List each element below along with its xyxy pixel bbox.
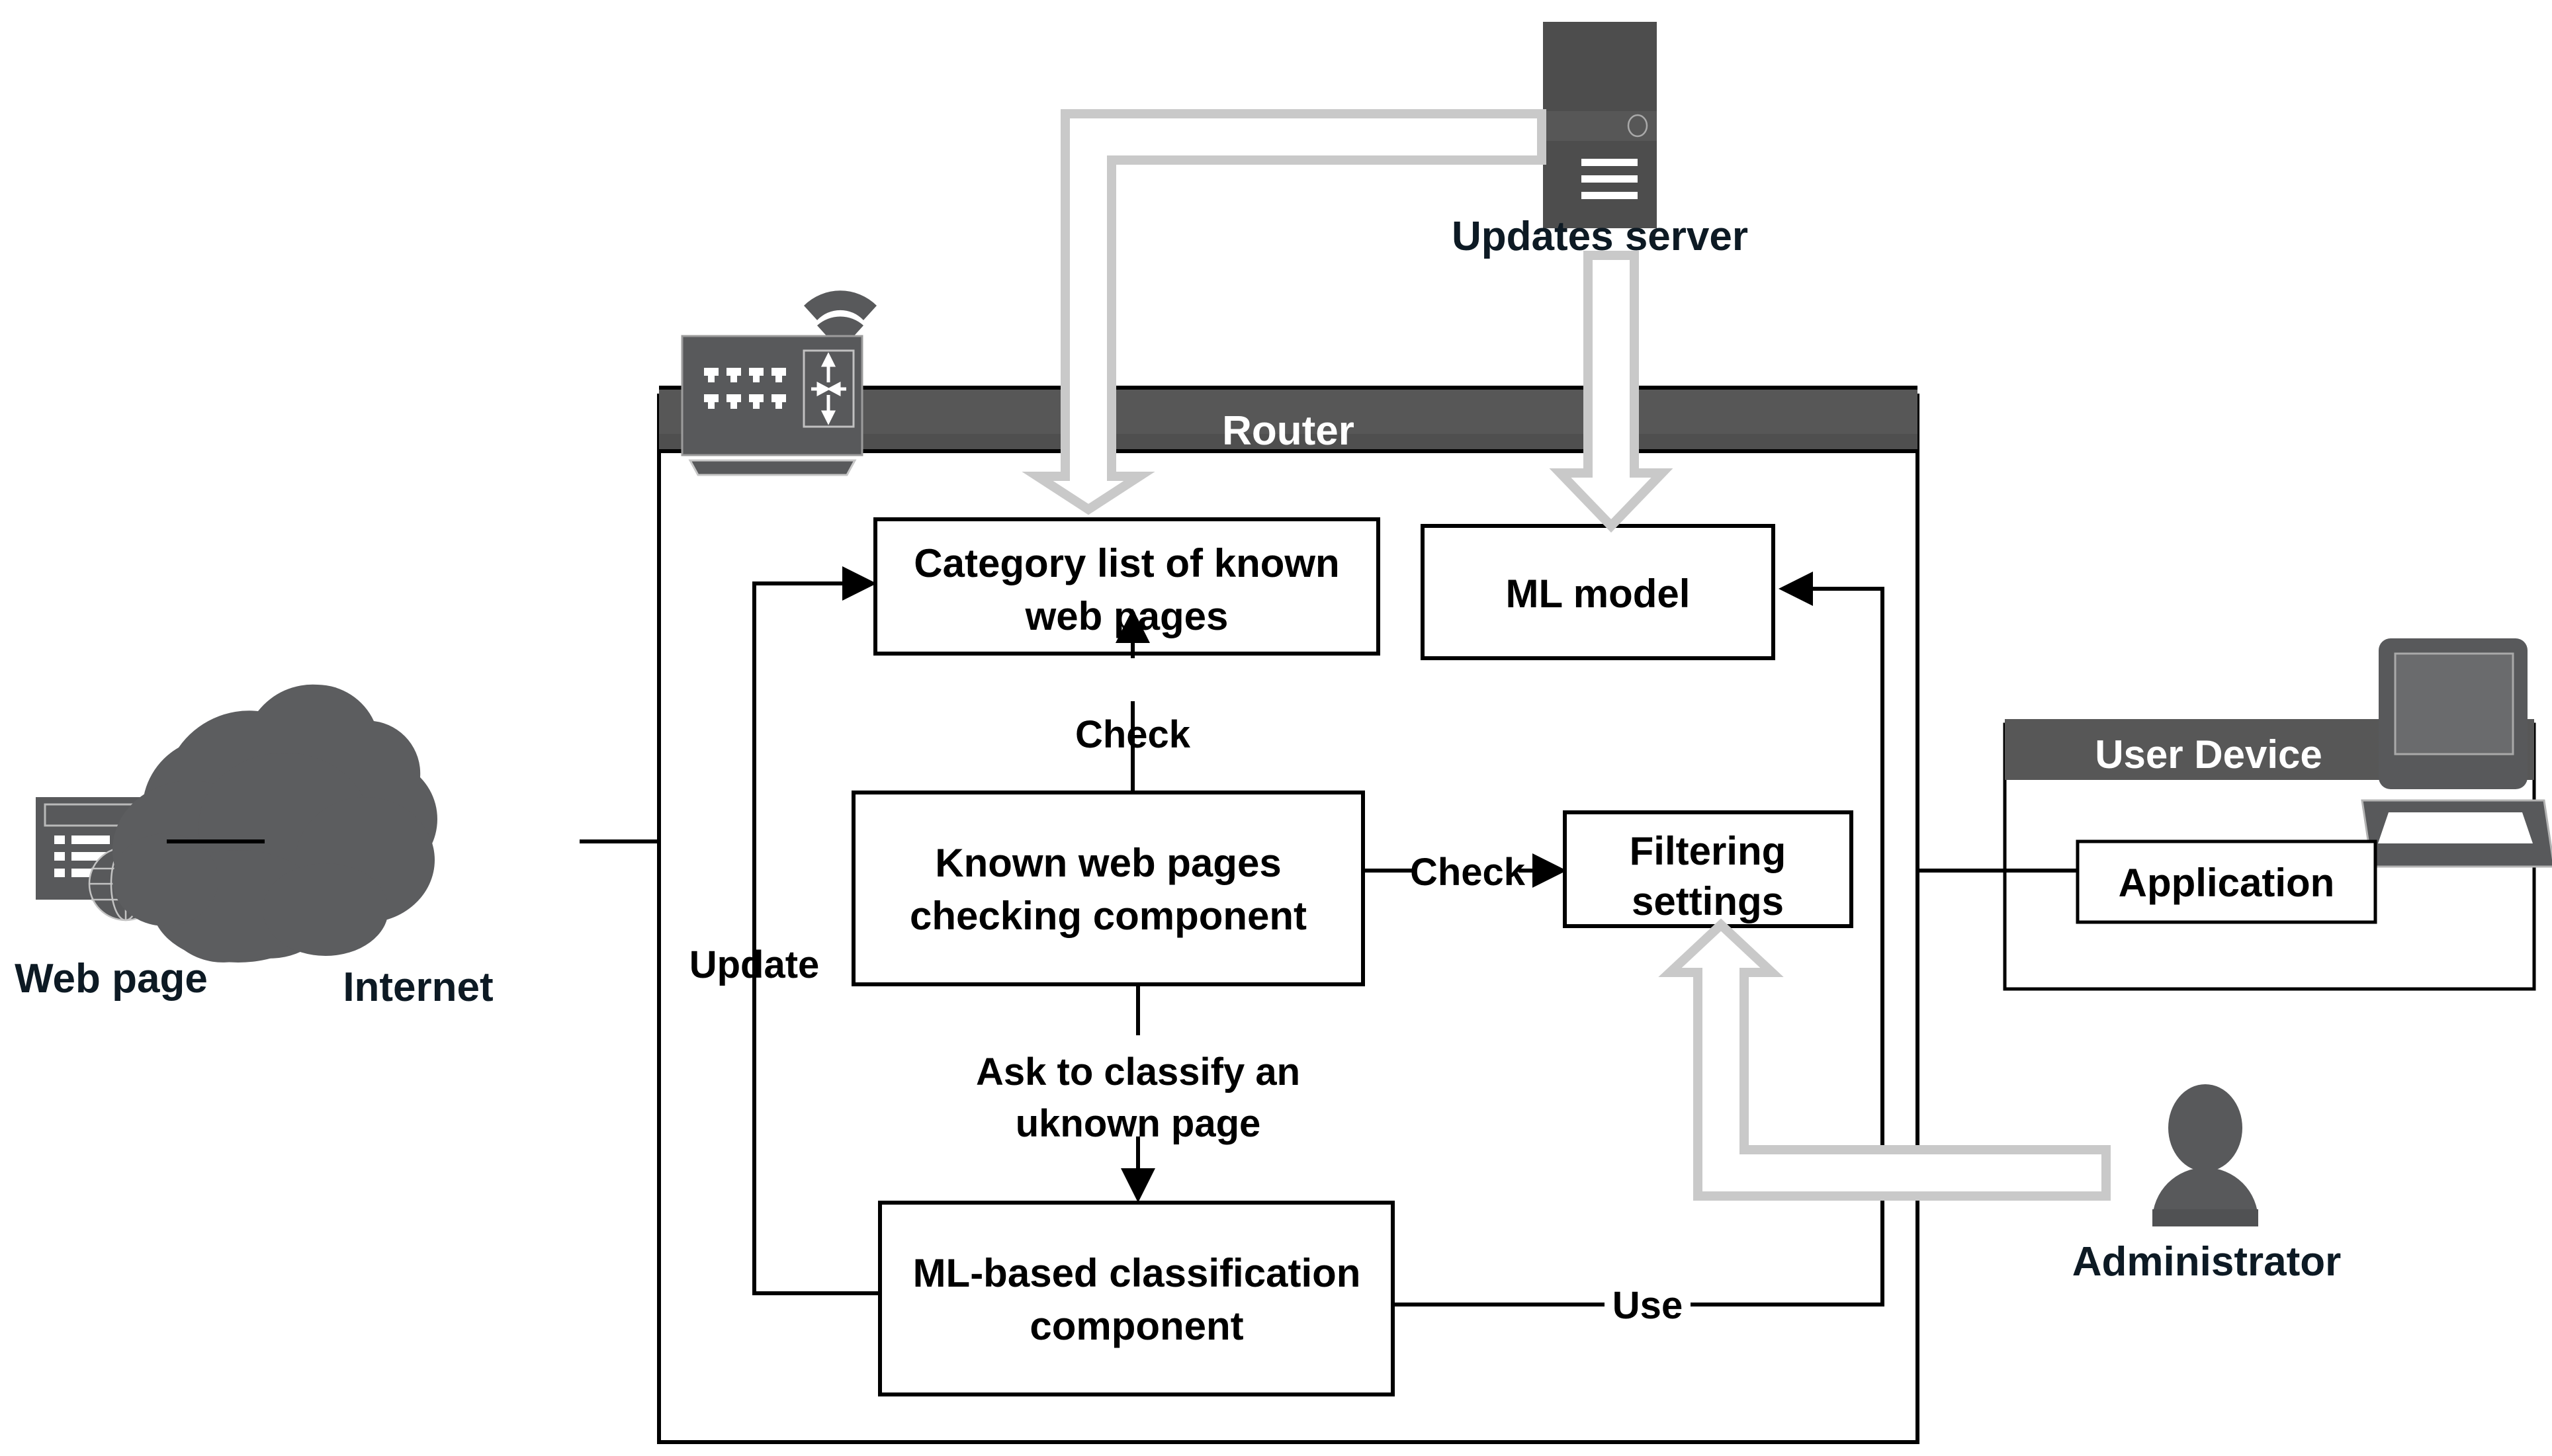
block-arrow-admin-to-filtering [1658,918,2111,1201]
filtering-settings-label-line2: settings [1632,879,1784,923]
updates-server-label: Updates server [1452,214,1748,259]
laptop-icon [2361,638,2552,868]
edge-label-ask-classify-line2: uknown page [1016,1102,1261,1145]
category-list-label-line2: web pages [1025,594,1229,638]
ml-classification-box [878,1201,1395,1396]
edge-label-check-category: Check [1075,713,1191,756]
server-icon [1543,22,1657,228]
arrowhead-update [842,566,877,601]
connector-lines [167,581,2078,1306]
block-arrow-updates-to-category [1022,109,1546,515]
category-list-label-line1: Category list of known [914,541,1339,585]
ml-classification-label-line1: ML-based classification [913,1251,1361,1295]
ml-model-box [1421,524,1775,660]
known-checking-label-line2: checking component [910,894,1307,938]
filtering-settings-box [1563,810,1853,928]
arrowhead-ask-classify [1121,1168,1155,1203]
ml-classification-label-line2: component [1030,1304,1243,1348]
known-checking-label-line1: Known web pages [935,841,1281,885]
block-arrows [1022,109,2111,1201]
user-device-header-title: User Device [2095,732,2322,777]
user-icon [2152,1084,2258,1226]
arrow-heads [842,566,1813,1203]
filtering-settings-label-line1: Filtering [1630,829,1786,873]
application-label: Application [2119,861,2335,905]
edge-label-ask-classify-line1: Ask to classify an [976,1050,1300,1093]
web-page-label: Web page [15,956,208,1002]
edge-label-check-filtering: Check [1410,851,1526,894]
edge-label-update: Update [689,943,820,986]
internet-label: Internet [343,964,493,1010]
router-icon [681,290,877,476]
arrowhead-check-category [1116,609,1150,643]
cloud-icon [112,684,437,963]
arrowhead-check-filtering [1532,853,1567,888]
line-use-right [1691,587,1884,1306]
ml-model-label: ML model [1506,572,1691,616]
edge-label-use: Use [1612,1284,1683,1327]
arrowhead-use [1779,572,1813,606]
block-arrow-updates-to-mlmodel [1549,251,1673,533]
administrator-label: Administrator [2072,1239,2341,1285]
known-checking-box [852,791,1365,986]
router-header-title: Router [1222,408,1354,454]
line-update [752,581,880,1295]
application-box [2076,839,2377,924]
